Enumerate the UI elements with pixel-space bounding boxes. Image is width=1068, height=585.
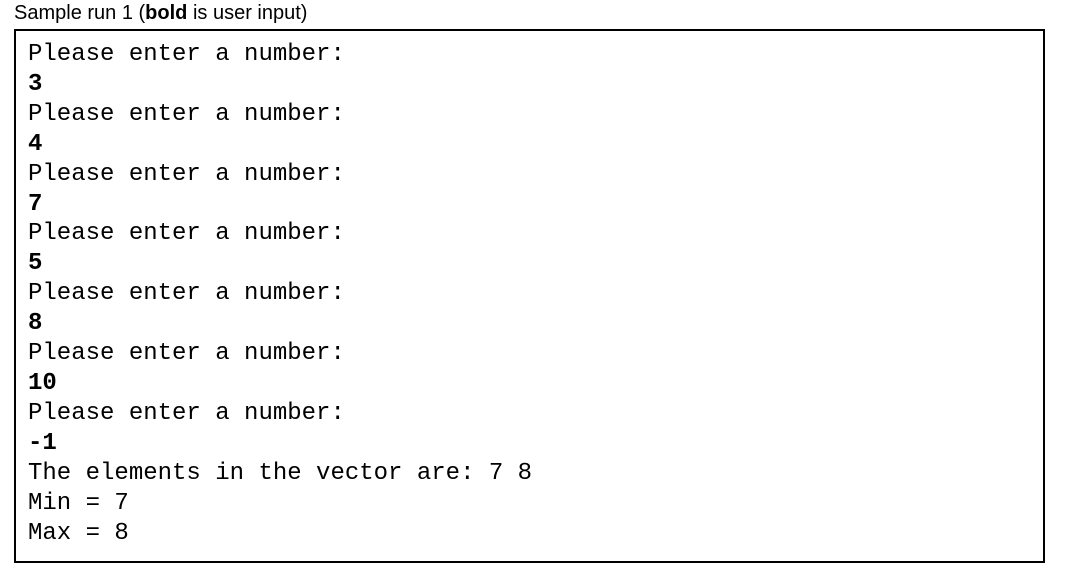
user-input-line: 7 [28, 190, 43, 218]
user-input-line: 5 [28, 250, 43, 278]
program-output-line: Please enter a number: [28, 41, 345, 68]
program-output-line: Please enter a number: [28, 340, 345, 368]
page-title-bold-word: bold [145, 2, 188, 24]
program-output-line: Please enter a number: [28, 160, 345, 188]
user-input-line: 10 [28, 369, 57, 397]
user-input-line: 4 [28, 130, 43, 158]
page-title: Sample run 1 (bold is user input) [14, 1, 307, 25]
page-title-prefix: Sample run 1 ( [14, 2, 146, 24]
program-output-line: Please enter a number: [28, 280, 345, 308]
program-output-line: Min = 7 [28, 489, 129, 517]
page-title-suffix: is user input) [187, 2, 308, 24]
user-input-line: 8 [28, 310, 43, 338]
user-input-line: 3 [28, 70, 43, 98]
user-input-line: -1 [28, 429, 57, 457]
program-output-line: Please enter a number: [28, 399, 345, 427]
program-output-line: Please enter a number: [28, 100, 345, 128]
program-output-line: Max = 8 [28, 519, 129, 547]
program-output-line: Please enter a number: [28, 220, 345, 248]
program-output-line: The elements in the vector are: 7 8 [28, 459, 533, 487]
